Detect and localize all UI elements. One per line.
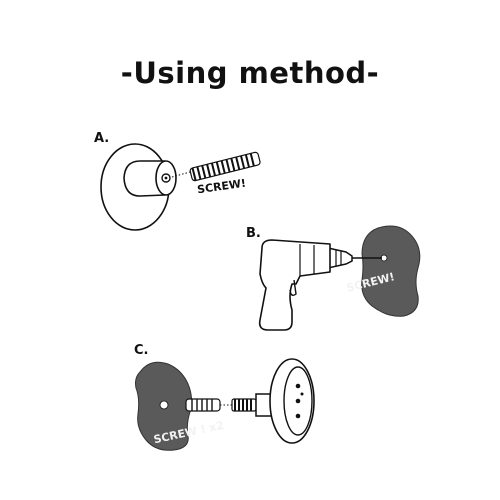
drill-body (258, 239, 331, 331)
drill-trigger (289, 279, 297, 297)
step-b-illustration (258, 225, 421, 331)
drill-chuck (327, 247, 353, 269)
step-label-a: A. (94, 131, 110, 146)
step-c-illustration (135, 358, 315, 451)
screw-c (231, 398, 257, 412)
step-a-illustration (100, 143, 261, 231)
step-label-b: B. (246, 226, 261, 241)
screw-a (189, 151, 261, 182)
knob-stem-outline (123, 160, 166, 197)
page-title: -Using method- (120, 56, 380, 90)
wall-patch-b (361, 225, 421, 317)
step-label-c: C. (134, 343, 149, 358)
